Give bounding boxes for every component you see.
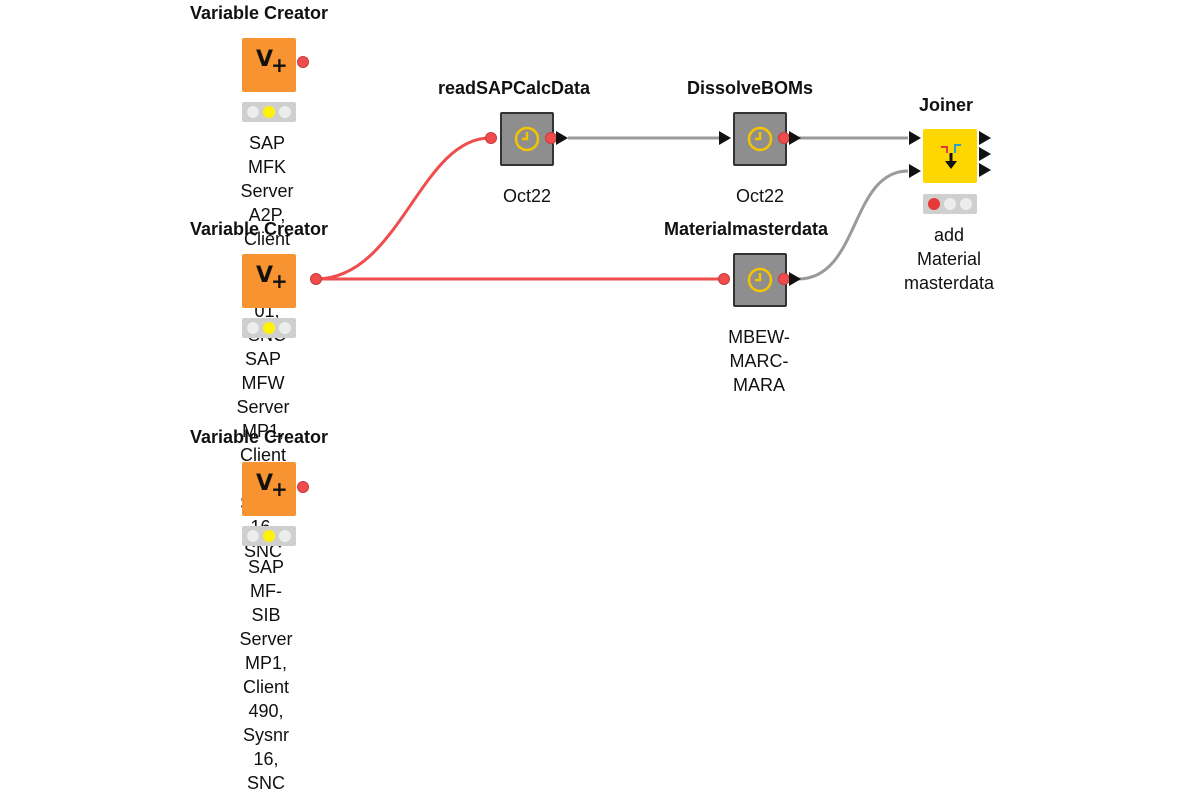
join-arrows-icon xyxy=(941,144,961,169)
node-description: Oct22 xyxy=(735,186,785,206)
status-traffic-light xyxy=(242,526,296,546)
right-unmatched-out-port[interactable] xyxy=(979,163,991,177)
data-out-port[interactable] xyxy=(789,272,801,286)
left-unmatched-out-port[interactable] xyxy=(979,147,991,161)
variable-out-port[interactable] xyxy=(297,481,309,493)
node-title: Materialmasterdata xyxy=(663,219,829,239)
variable-out-port[interactable] xyxy=(297,56,309,68)
node-description: MBEW-MARC-MARA xyxy=(728,327,790,395)
connection-layer xyxy=(315,136,909,281)
left-data-in-port[interactable] xyxy=(909,131,921,145)
clock-icon xyxy=(747,126,773,152)
node-title: DissolveBOMs xyxy=(686,78,814,98)
node-description: Oct22 xyxy=(502,186,552,206)
node-title: Variable Creator xyxy=(189,3,329,23)
node-title: Variable Creator xyxy=(189,427,329,447)
status-traffic-light xyxy=(923,194,977,214)
v-plus-icon: V+ xyxy=(256,47,288,77)
joined-out-port[interactable] xyxy=(979,131,991,145)
node-description: SAP MF-SIB Server MP1, Client 490, Sysnr… xyxy=(239,557,293,793)
node-title: Joiner xyxy=(918,95,974,115)
variable-out-port[interactable] xyxy=(310,273,322,285)
variable-creator-icon[interactable]: V+ xyxy=(242,254,296,308)
data-in-port[interactable] xyxy=(719,131,731,145)
variable-in-port[interactable] xyxy=(485,132,497,144)
data-connection-material-to-joiner[interactable] xyxy=(797,169,909,281)
variable-in-port[interactable] xyxy=(718,273,730,285)
joiner-box[interactable] xyxy=(923,129,977,183)
v-plus-icon: V+ xyxy=(256,471,288,501)
status-traffic-light xyxy=(242,102,296,122)
clock-icon xyxy=(514,126,540,152)
metanode-box[interactable] xyxy=(733,112,787,166)
right-data-in-port[interactable] xyxy=(909,164,921,178)
node-title: Variable Creator xyxy=(189,219,329,239)
status-traffic-light xyxy=(242,318,296,338)
data-out-port[interactable] xyxy=(789,131,801,145)
clock-icon xyxy=(747,267,773,293)
node-description: add Material masterdata xyxy=(903,225,995,293)
node-title: readSAPCalcData xyxy=(437,78,591,98)
variable-connection-to-readsap[interactable] xyxy=(315,136,491,281)
variable-creator-icon[interactable]: V+ xyxy=(242,462,296,516)
data-out-port[interactable] xyxy=(556,131,568,145)
v-plus-icon: V+ xyxy=(256,263,288,293)
variable-creator-icon[interactable]: V+ xyxy=(242,38,296,92)
